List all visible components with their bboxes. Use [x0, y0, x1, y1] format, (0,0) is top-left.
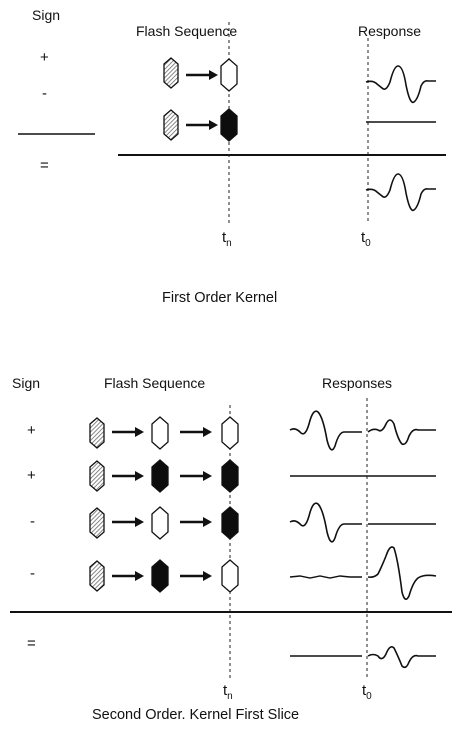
top-sign-row-2: -	[42, 85, 47, 102]
response-wave-row-4b	[367, 546, 437, 600]
top-kernel-wave	[365, 173, 436, 212]
bottom-sign-heading: Sign	[12, 375, 41, 391]
bottom-sign-row-3: -	[30, 513, 35, 530]
arrow-head	[209, 120, 218, 130]
bottom-flash-heading: Flash Sequence	[104, 375, 206, 391]
flat-response-row-4	[289, 575, 362, 579]
response-wave-row-1b	[367, 419, 436, 446]
arrow-head	[203, 517, 212, 527]
arrow-head	[135, 571, 144, 581]
bottom-caption: Second Order. Kernel First Slice	[92, 707, 300, 723]
top-response-heading: Response	[358, 23, 422, 39]
hatched-hexagon	[89, 507, 105, 539]
bottom-t-0-label: t0	[362, 682, 372, 703]
arrow-head	[203, 471, 212, 481]
bottom-t-n-label: tn	[223, 682, 233, 703]
filled-hexagon	[221, 459, 239, 493]
arrow-head	[135, 471, 144, 481]
bottom-result-sign: =	[27, 635, 36, 652]
open-hexagon	[151, 506, 169, 540]
top-t-n-label: tn	[222, 229, 232, 250]
top-result-sign: =	[40, 157, 49, 174]
open-hexagon	[221, 416, 239, 450]
top-sign-heading: Sign	[32, 7, 61, 23]
filled-hexagon	[151, 559, 169, 593]
bottom-flash-row	[89, 559, 239, 593]
arrow-head	[209, 70, 218, 80]
hatched-hexagon	[163, 109, 179, 141]
arrow-head	[203, 571, 212, 581]
top-flash-heading: Flash Sequence	[136, 23, 238, 39]
open-hexagon	[221, 559, 239, 593]
hatched-hexagon	[89, 560, 105, 592]
bottom-flash-row	[89, 506, 239, 540]
hatched-hexagon	[163, 57, 179, 89]
kernel-wave	[367, 646, 436, 669]
top-caption: First Order Kernel	[162, 290, 278, 306]
top-sign-row-1: +	[40, 49, 49, 66]
bottom-flash-row	[89, 416, 239, 450]
bottom-response-heading: Responses	[322, 375, 393, 391]
arrow-head	[135, 517, 144, 527]
arrow-head	[203, 427, 212, 437]
response-wave-row-3	[289, 502, 362, 543]
top-response-wave	[365, 65, 436, 104]
top-t-0-label: t0	[361, 229, 371, 250]
bottom-sign-row-4: -	[30, 565, 35, 582]
top-flash-row	[163, 57, 238, 92]
response-wave-row-1	[289, 410, 362, 451]
filled-hexagon	[151, 459, 169, 493]
open-hexagon	[151, 416, 169, 450]
filled-hexagon	[221, 506, 239, 540]
bottom-sign-row-1: +	[27, 422, 36, 439]
hatched-hexagon	[89, 460, 105, 492]
top-flash-row	[163, 108, 238, 142]
bottom-sign-row-2: +	[27, 467, 36, 484]
hatched-hexagon	[89, 417, 105, 449]
filled-hexagon	[220, 108, 238, 142]
bottom-flash-row	[89, 459, 239, 493]
open-hexagon	[220, 58, 238, 92]
arrow-head	[135, 427, 144, 437]
